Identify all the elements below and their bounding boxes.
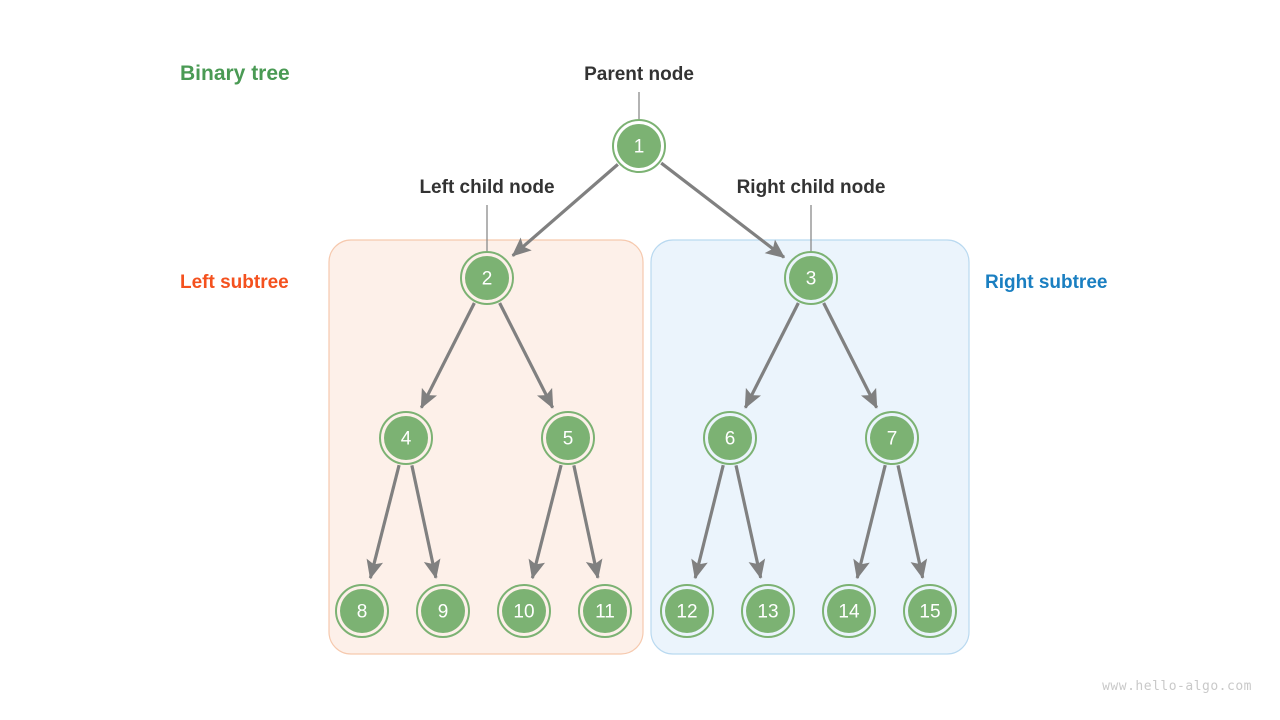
node-value-label: 7 <box>887 429 898 450</box>
tree-node-9[interactable]: 9 <box>416 584 470 638</box>
node-value-label: 5 <box>563 429 574 450</box>
node-value-label: 6 <box>725 429 736 450</box>
node-circle <box>789 256 833 300</box>
tree-edge-n6-n13 <box>734 465 766 580</box>
node-ring <box>660 584 714 638</box>
node-circle <box>908 589 952 633</box>
tree-node-1[interactable]: 1 <box>612 119 666 173</box>
node-value-label: 14 <box>838 602 860 623</box>
tree-edge-n6-n12 <box>691 464 725 580</box>
tree-edge-n3-n7 <box>822 302 879 409</box>
tree-edge-n2-n5 <box>498 302 555 409</box>
tree-edge-n7-n15 <box>896 465 928 580</box>
tree-edge-n2-n4 <box>419 302 476 409</box>
left-subtree-panel-label: Left subtree <box>180 272 289 293</box>
tree-node-11[interactable]: 11 <box>578 584 632 638</box>
node-circle <box>665 589 709 633</box>
node-ring <box>578 584 632 638</box>
node-ring <box>822 584 876 638</box>
node-circle <box>465 256 509 300</box>
tree-node-12[interactable]: 12 <box>660 584 714 638</box>
tree-edge-n1-n2 <box>511 163 619 257</box>
node-value-label: 1 <box>634 137 645 158</box>
node-circle <box>384 416 428 460</box>
node-value-label: 13 <box>757 602 778 623</box>
tree-node-14[interactable]: 14 <box>822 584 876 638</box>
node-ring <box>416 584 470 638</box>
tree-node-3[interactable]: 3 <box>784 251 838 305</box>
tree-node-10[interactable]: 10 <box>497 584 551 638</box>
node-ring <box>335 584 389 638</box>
tree-edge-n3-n6 <box>743 302 800 409</box>
node-value-label: 12 <box>676 602 697 623</box>
left-subtree-panel <box>328 239 644 655</box>
node-value-label: 8 <box>357 602 368 623</box>
right-subtree-panel-label: Right subtree <box>985 272 1107 293</box>
node-ring <box>741 584 795 638</box>
parent-node-callout-text: Parent node <box>584 64 694 85</box>
node-circle <box>502 589 546 633</box>
node-value-label: 15 <box>919 602 940 623</box>
node-circle <box>827 589 871 633</box>
node-circle <box>617 124 661 168</box>
node-ring <box>784 251 838 305</box>
node-ring <box>612 119 666 173</box>
tree-edge-n4-n8 <box>366 464 401 580</box>
node-value-label: 4 <box>401 429 412 450</box>
node-value-label: 11 <box>595 602 615 623</box>
node-circle <box>708 416 752 460</box>
tree-edge-n5-n11 <box>572 465 603 580</box>
node-ring <box>460 251 514 305</box>
node-ring <box>865 411 919 465</box>
right-subtree-panel <box>650 239 970 655</box>
diagram-title: Binary tree <box>180 62 290 85</box>
tree-edge-n4-n9 <box>410 465 441 580</box>
tree-edge-n1-n3 <box>660 161 786 259</box>
tree-node-15[interactable]: 15 <box>903 584 957 638</box>
tree-edges <box>366 161 928 580</box>
node-circle <box>746 589 790 633</box>
left-child-node-callout-text: Left child node <box>419 177 554 198</box>
node-value-label: 2 <box>482 269 493 290</box>
right-child-node-callout-text: Right child node <box>737 177 886 198</box>
tree-node-4[interactable]: 4 <box>379 411 433 465</box>
node-ring <box>903 584 957 638</box>
node-ring <box>497 584 551 638</box>
tree-node-7[interactable]: 7 <box>865 411 919 465</box>
node-circle <box>870 416 914 460</box>
callout-annotations <box>486 92 812 252</box>
node-ring <box>379 411 433 465</box>
node-value-label: 10 <box>513 602 534 623</box>
node-circle <box>583 589 627 633</box>
node-ring <box>541 411 595 465</box>
tree-edge-n5-n10 <box>528 464 563 580</box>
tree-node-8[interactable]: 8 <box>335 584 389 638</box>
tree-edge-n7-n14 <box>853 464 887 580</box>
node-value-label: 3 <box>806 269 817 290</box>
node-circle <box>340 589 384 633</box>
subtree-panels <box>328 239 970 655</box>
tree-node-2[interactable]: 2 <box>460 251 514 305</box>
tree-node-13[interactable]: 13 <box>741 584 795 638</box>
tree-node-5[interactable]: 5 <box>541 411 595 465</box>
node-value-label: 9 <box>438 602 449 623</box>
tree-node-6[interactable]: 6 <box>703 411 757 465</box>
node-circle <box>421 589 465 633</box>
node-ring <box>703 411 757 465</box>
node-circle <box>546 416 590 460</box>
watermark: www.hello-algo.com <box>1102 679 1252 694</box>
